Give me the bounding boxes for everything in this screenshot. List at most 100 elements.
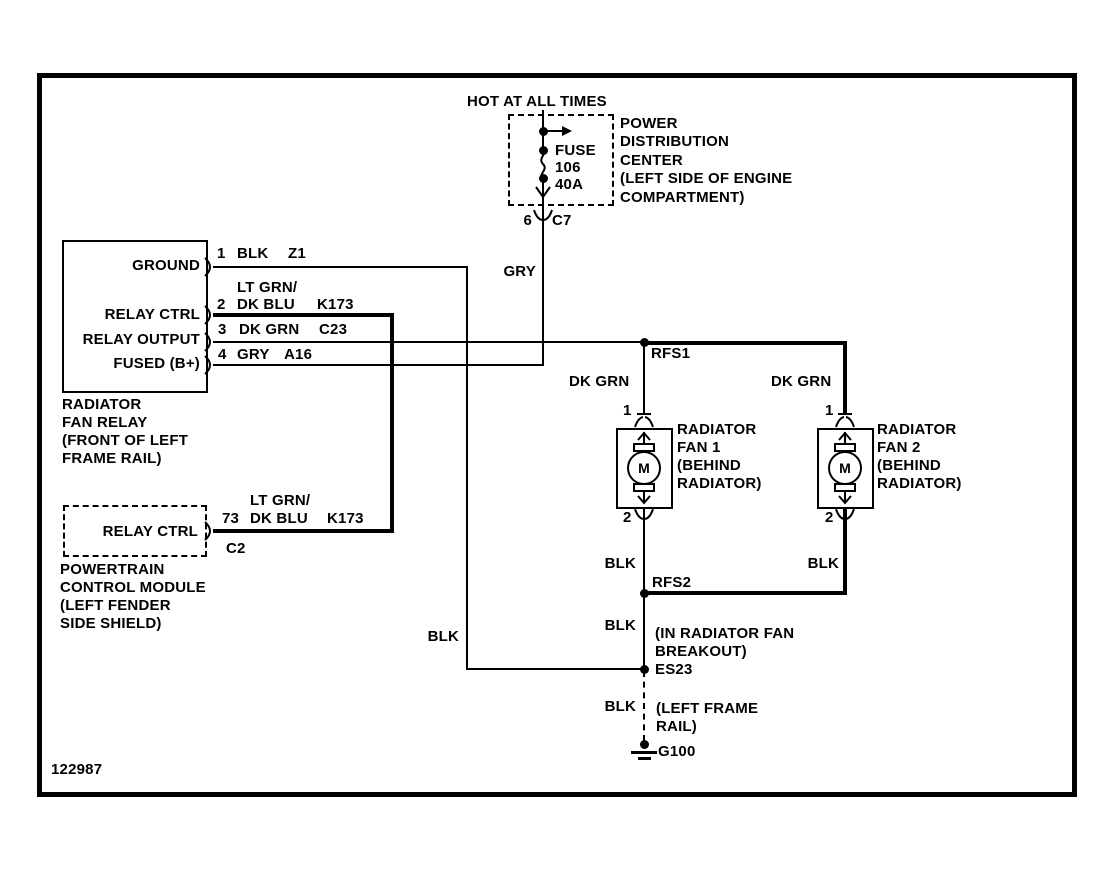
pcm-pin-function: RELAY CTRL: [102, 523, 198, 540]
wire-fan1-supply-vertical: [643, 343, 645, 414]
fan1-name-line4: RADIATOR): [677, 475, 762, 492]
splice-es23-label: ES23: [655, 661, 693, 678]
fan1-motor-icon: M: [627, 451, 661, 485]
relay-pin3-circuit: C23: [319, 321, 348, 338]
rfs2-wire-blk-label: BLK: [604, 617, 636, 634]
pcm-name-line3: (LEFT FENDER: [60, 597, 171, 614]
radiator-fan-relay-box: [62, 240, 208, 393]
fuse-bus-dot: [539, 127, 548, 136]
pcm-name-line4: SIDE SHIELD): [60, 615, 162, 632]
diagram-border: [37, 73, 1077, 797]
wire-es23-to-g100-dashed: [643, 671, 645, 741]
fan1-name-line2: FAN 1: [677, 439, 721, 456]
feed-arrow-icon: [562, 126, 572, 136]
pcm-wire: DK BLU: [250, 510, 308, 527]
wire-rfs2-to-es23-vertical: [643, 594, 645, 671]
relay-pin1-connector-icon: [204, 257, 211, 277]
relay-pin-function-relay-output: RELAY OUTPUT: [82, 331, 200, 348]
fuse-number-label: 106: [555, 159, 581, 176]
fan2-pin-top-num: 1: [825, 402, 834, 419]
relay-name-line3: (FRONT OF LEFT: [62, 432, 189, 449]
wire-ground-horizontal: [213, 266, 468, 268]
relay-pin1-num: 1: [217, 245, 226, 262]
relay-pin2-num: 2: [217, 296, 226, 313]
fan2-arrow-down-icon: [838, 495, 852, 505]
c7-connector-label: C7: [552, 212, 572, 229]
ground-wire-blk-label: BLK: [427, 628, 459, 645]
pcm-connector-icon: [204, 521, 211, 541]
relay-pin3-num: 3: [218, 321, 227, 338]
fan2-supply-wire-label: DK GRN: [771, 373, 832, 390]
relay-pin2-wire: DK BLU: [237, 296, 295, 313]
relay-pin4-num: 4: [218, 346, 227, 363]
fuse-rating-label: 40A: [555, 176, 584, 193]
pdc-name-line5: COMPARTMENT): [620, 189, 745, 206]
wire-fan1-ground-vertical: [643, 508, 645, 594]
fan2-name-line4: RADIATOR): [877, 475, 962, 492]
relay-name-line2: FAN RELAY: [62, 414, 148, 431]
pcm-box: [63, 505, 207, 557]
fan2-pin-bottom-num: 2: [825, 509, 834, 526]
es23-location-line1: (IN RADIATOR FAN: [655, 625, 795, 642]
es23-location-line2: BREAKOUT): [655, 643, 747, 660]
fan1-top-connector-icon: [634, 413, 654, 428]
fan2-name-line2: FAN 2: [877, 439, 921, 456]
fuse-top-dot: [539, 146, 548, 155]
wire-relay-output-horizontal: [213, 341, 645, 343]
splice-rfs1-label: RFS1: [651, 345, 691, 362]
fan1-pin-top-num: 1: [623, 402, 632, 419]
pdc-name-line3: CENTER: [620, 152, 683, 169]
g100-label: G100: [658, 743, 696, 760]
wire-rfs2-horizontal: [644, 591, 847, 595]
figure-number: 122987: [51, 761, 103, 778]
pcm-name-line2: CONTROL MODULE: [60, 579, 206, 596]
g100-ground-dot: [640, 740, 649, 749]
splice-rfs1-dot: [640, 338, 649, 347]
fan2-arrow-up-shaft: [844, 432, 846, 444]
relay-pin-function-ground: GROUND: [132, 257, 200, 274]
g100-location-line1: (LEFT FRAME: [656, 700, 759, 717]
pdc-name-line2: DISTRIBUTION: [620, 133, 730, 150]
relay-pin2-circuit: K173: [317, 296, 354, 313]
fuse-name-label: FUSE: [555, 142, 596, 159]
fan2-ground-wire-label: BLK: [807, 555, 839, 572]
fan1-name-line1: RADIATOR: [677, 421, 757, 438]
pcm-circuit: K173: [327, 510, 364, 527]
relay-name-line4: FRAME RAIL): [62, 450, 162, 467]
fan1-arrow-up-shaft: [643, 432, 645, 444]
fan1-name-line3: (BEHIND: [677, 457, 741, 474]
fan1-supply-wire-label: DK GRN: [569, 373, 630, 390]
splice-rfs2-label: RFS2: [652, 574, 692, 591]
fan2-motor-icon: M: [828, 451, 862, 485]
relay-pin1-wire: BLK: [237, 245, 269, 262]
pdc-name-line1: POWER: [620, 115, 678, 132]
c7-connector-icon: [533, 209, 553, 221]
relay-pin-function-relay-ctrl: RELAY CTRL: [104, 306, 200, 323]
wire-fuse-bottom: [542, 178, 544, 212]
g100-location-line2: RAIL): [656, 718, 697, 735]
hot-at-all-times-label: HOT AT ALL TIMES: [467, 93, 607, 110]
fan1-box: [616, 428, 673, 509]
relay-name-line1: RADIATOR: [62, 396, 142, 413]
fan2-arrow-down-shaft: [844, 491, 846, 503]
g100-ground-bar1: [631, 751, 657, 754]
fan1-arrow-down-shaft: [643, 491, 645, 503]
wire-relay-ctrl-vertical: [390, 313, 394, 533]
splice-rfs2-dot: [640, 589, 649, 598]
pcm-name-line1: POWERTRAIN: [60, 561, 165, 578]
g100-ground-bar2: [638, 757, 651, 760]
relay-pin2-connector-icon: [204, 305, 211, 325]
wire-gry-vertical: [542, 212, 544, 366]
wire-pcm-horizontal: [213, 529, 394, 533]
fan2-bottom-connector-icon: [835, 508, 855, 520]
relay-pin4-circuit: A16: [284, 346, 313, 363]
relay-pin1-circuit: Z1: [288, 245, 306, 262]
fan1-pin-bottom-num: 2: [623, 509, 632, 526]
fan1-arrow-down-icon: [637, 495, 651, 505]
fuse-down-arrow-icon: [535, 186, 551, 199]
pdc-name-line4: (LEFT SIDE OF ENGINE: [620, 170, 793, 187]
relay-pin4-connector-icon: [204, 355, 211, 375]
pcm-wire-top: LT GRN/: [250, 492, 311, 509]
pcm-pin-num: 73: [222, 510, 240, 527]
wire-relay-ctrl-horizontal: [213, 313, 394, 317]
